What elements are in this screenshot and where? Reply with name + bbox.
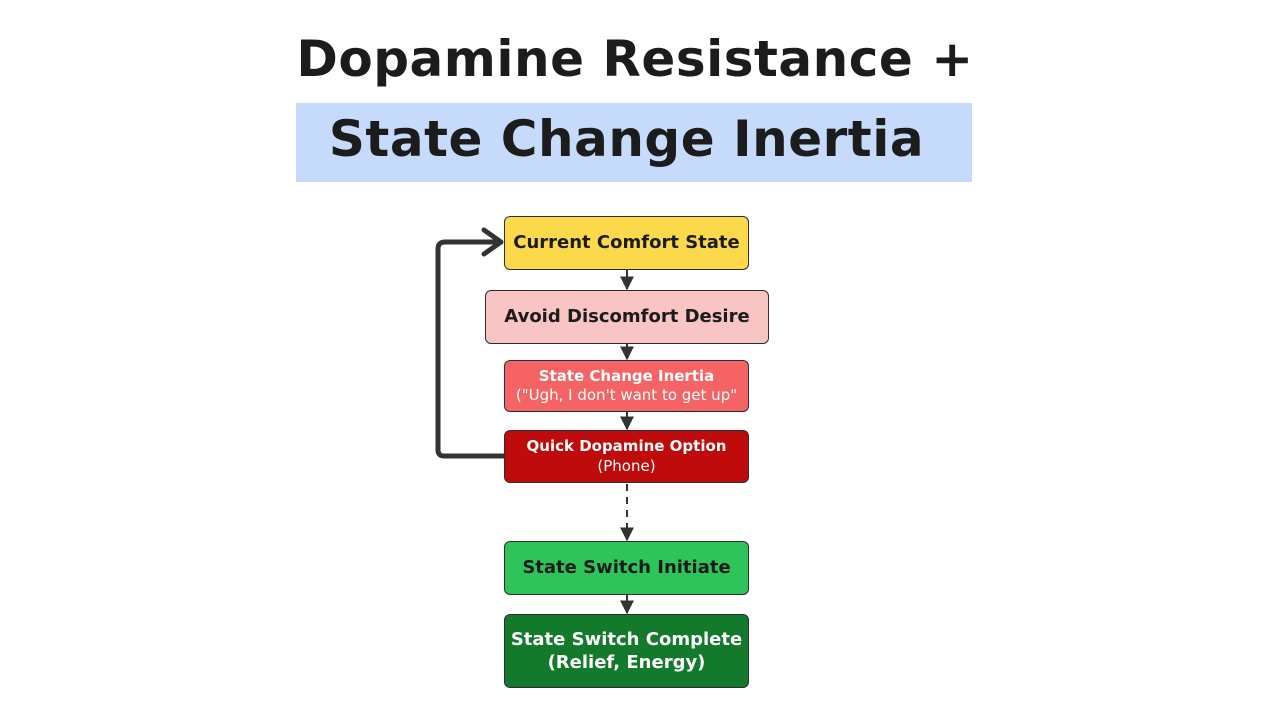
node-state-change-inertia: State Change Inertia ("Ugh, I don't want… <box>504 360 749 412</box>
loop-back-arrowhead <box>481 227 504 257</box>
title-line-2: State Change Inertia <box>328 110 925 168</box>
node-avoid-discomfort-desire: Avoid Discomfort Desire <box>485 290 769 344</box>
node-state-switch-complete: State Switch Complete (Relief, Energy) <box>504 614 749 688</box>
node-label: State Change Inertia <box>538 366 715 385</box>
node-sublabel: (Phone) <box>597 456 656 475</box>
node-quick-dopamine-option: Quick Dopamine Option (Phone) <box>504 430 749 483</box>
node-label: Quick Dopamine Option <box>526 437 727 455</box>
node-label: State Switch Initiate <box>522 557 731 579</box>
node-state-switch-initiate: State Switch Initiate <box>504 541 749 595</box>
node-label: Avoid Discomfort Desire <box>504 306 750 328</box>
node-sublabel: (Relief, Energy) <box>547 652 706 673</box>
title-line-1: Dopamine Resistance + <box>296 30 974 88</box>
node-sublabel: ("Ugh, I don't want to get up" <box>515 386 738 404</box>
node-label: State Switch Complete <box>510 628 743 650</box>
node-label: Current Comfort State <box>513 232 740 254</box>
node-current-comfort-state: Current Comfort State <box>504 216 749 270</box>
edge-loop-back-to-comfort <box>435 239 504 459</box>
title-highlight-band <box>296 103 972 182</box>
